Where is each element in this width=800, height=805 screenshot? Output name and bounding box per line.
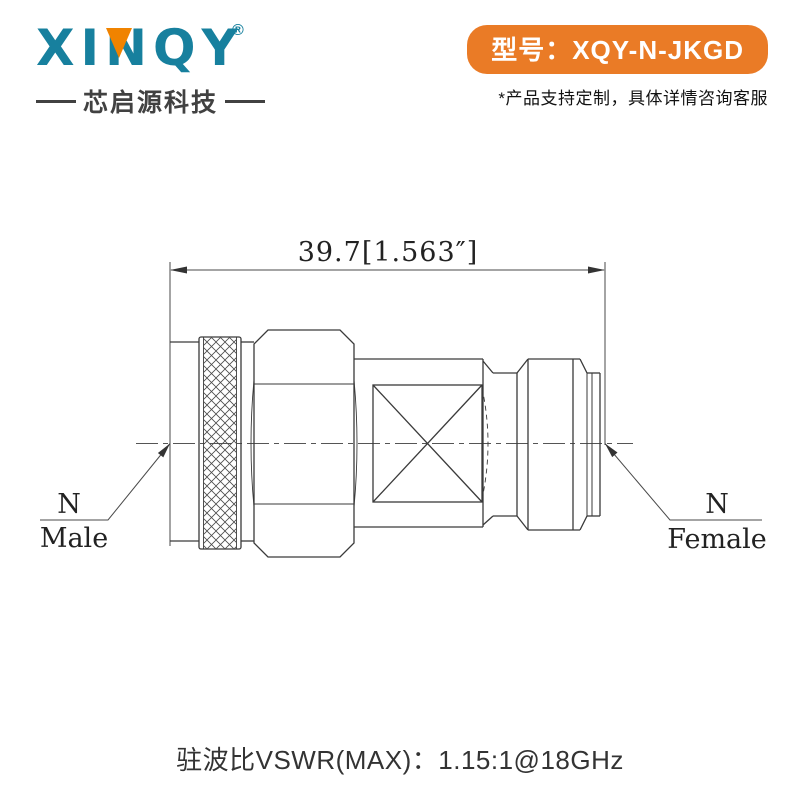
female-connector-group	[482, 358, 601, 531]
customization-note: *产品支持定制，具体详情咨询客服	[498, 89, 768, 108]
tagline-dash-left	[36, 99, 76, 103]
registered-trademark-icon: ®	[232, 22, 244, 39]
dimension-label: 39.7[1.563″]	[298, 237, 479, 268]
hex-nut-group	[250, 329, 358, 558]
model-badge: 型号：XQY-N-JKGD	[467, 25, 768, 74]
cylinder-arc	[481, 387, 489, 500]
female-label-group: N Female	[604, 443, 767, 555]
dimension-arrow-right-icon	[588, 266, 605, 274]
knurl-hatch	[203, 337, 237, 549]
female-label-line2: Female	[667, 524, 767, 555]
male-label-line2: Male	[40, 523, 108, 554]
female-leader-line	[604, 443, 762, 521]
vswr-spec: 驻波比VSWR(MAX)：1.15:1@18GHz	[176, 745, 624, 775]
male-connector-group	[170, 336, 254, 550]
tagline-dash-right	[225, 99, 266, 103]
dimension-arrow-left-icon	[170, 266, 187, 274]
dimension-group	[169, 262, 606, 546]
female-leader-arrow-icon	[605, 443, 618, 458]
brand-logo-text: XINQY	[36, 19, 244, 77]
body-group	[354, 358, 489, 528]
male-label-line1: N	[57, 489, 81, 520]
tagline-text: 芯启源科技	[83, 89, 219, 117]
male-leader-arrow-icon	[157, 443, 170, 458]
hex-nut-outline	[253, 329, 355, 558]
body-square	[372, 384, 483, 503]
header-right: 型号：XQY-N-JKGD *产品支持定制，具体详情咨询客服	[467, 25, 768, 109]
female-label-line1: N	[705, 489, 729, 520]
male-label-group: N Male	[40, 443, 171, 554]
brand-tagline: 芯启源科技	[36, 83, 276, 119]
cross-diagonal-2	[372, 384, 483, 503]
male-leader-line	[40, 443, 171, 521]
